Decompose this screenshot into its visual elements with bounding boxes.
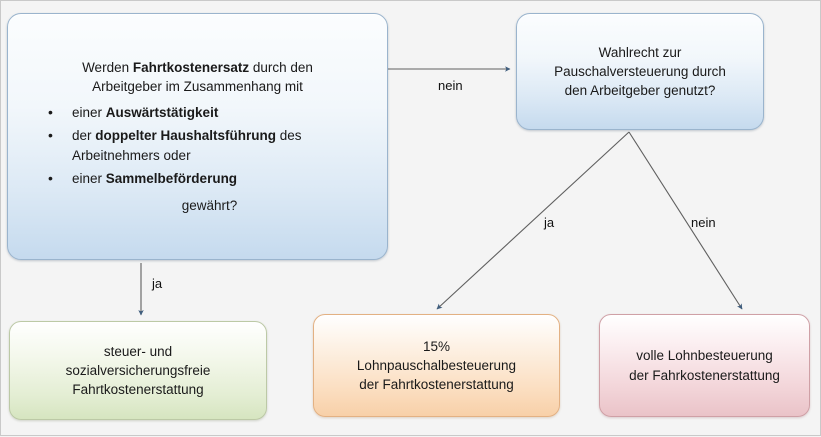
bullet-icon: • xyxy=(48,104,53,121)
decision-node-fahrtkostenersatz[interactable]: Werden Fahrtkostenersatz durch den Arbei… xyxy=(7,13,388,260)
edge-q2-to-result-flat xyxy=(436,131,630,310)
bullet-icon: • xyxy=(48,169,53,186)
bullet-1-prefix: einer xyxy=(72,105,106,121)
q1-l1-pre: Werden xyxy=(82,59,133,75)
question-1-line-2: Arbeitgeber im Zusammenhang mit xyxy=(92,79,303,95)
question-1-line-1: Werden Fahrtkostenersatz durch den xyxy=(20,58,375,77)
question-1-tail: gewährt? xyxy=(181,197,238,213)
result-full-line-1: volle Lohnbesteuerung xyxy=(636,348,773,364)
list-item: • einer Sammelbeförderung xyxy=(20,169,375,188)
question-1-heading: Werden Fahrtkostenersatz durch den Arbei… xyxy=(20,58,375,96)
result-flat-line-1: 15% xyxy=(422,338,451,354)
bullet-3-bold: Sammelbeförderung xyxy=(105,170,238,186)
result-full-line-2: der Fahrkostenerstattung xyxy=(629,367,780,383)
bullet-2-suffix: des Arbeitnehmers oder xyxy=(72,128,302,163)
edge-q2-to-result-full xyxy=(628,131,743,310)
edge-label-q1-to-result-free: ja xyxy=(152,276,163,291)
q1-l1-post: durch den xyxy=(249,59,313,75)
result-flat-line-3: der Fahrtkostenerstattung xyxy=(359,377,514,393)
decision-node-pauschalversteuerung[interactable]: Wahlrecht zur Pauschalversteuerung durch… xyxy=(516,13,764,130)
result-node-volle-lohnbesteuerung[interactable]: volle Lohnbesteuerung der Fahrkostenerst… xyxy=(599,314,810,417)
bullet-3-prefix: einer xyxy=(72,170,106,186)
result-free-line-1: steuer- und xyxy=(103,343,173,359)
edge-label-q1-to-q2: nein xyxy=(438,78,463,93)
result-free-line-3: Fahrtkostenerstattung xyxy=(72,382,204,398)
bullet-icon: • xyxy=(48,127,53,144)
edge-label-q2-to-result-full: nein xyxy=(691,215,716,230)
result-free-line-2: sozialversicherungsfreie xyxy=(65,362,211,378)
question-1-bullet-list: • einer Auswärtstätigkeit • der doppelter … xyxy=(20,99,375,192)
question-2-line-2: Pauschalversteuerung durch xyxy=(554,63,726,79)
list-item: • einer Auswärtstätigkeit xyxy=(20,103,375,122)
list-item: • der doppelter Haushaltsführung des Arbe… xyxy=(20,126,375,164)
bullet-1-bold: Auswärtstätigkeit xyxy=(105,105,219,121)
q1-l1-bold: Fahrtkostenersatz xyxy=(132,59,250,75)
bullet-2-bold: doppelter Haushaltsführung xyxy=(95,128,277,144)
result-node-steuerfrei[interactable]: steuer- und sozialversicherungsfreie Fah… xyxy=(9,321,267,420)
result-node-lohnpauschalbesteuerung[interactable]: 15% Lohnpauschalbesteuerung der Fahrtkos… xyxy=(313,314,560,417)
question-2-line-1: Wahlrecht zur xyxy=(598,44,682,60)
bullet-2-prefix: der xyxy=(72,128,96,144)
result-flat-line-2: Lohnpauschalbesteuerung xyxy=(356,357,517,373)
edge-label-q2-to-result-flat: ja xyxy=(544,215,555,230)
question-2-line-3: den Arbeitgeber genutzt? xyxy=(564,83,716,99)
